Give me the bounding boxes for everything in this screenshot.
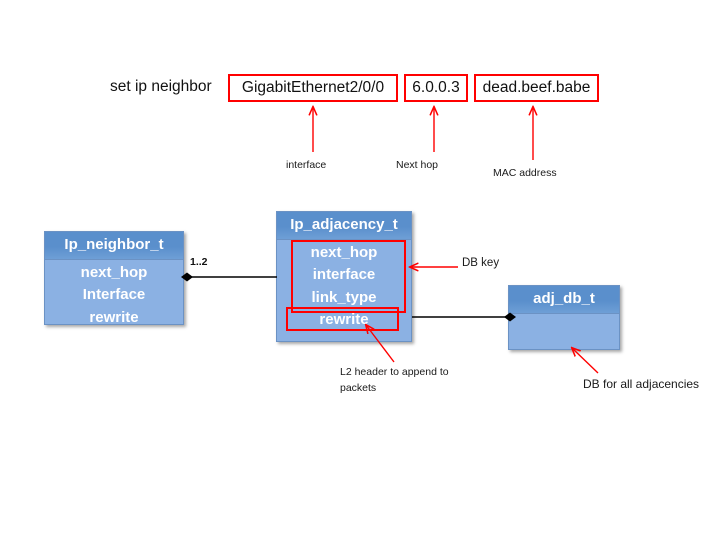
entity-ip-adjacency-fields: next_hop interface link_type rewrite bbox=[277, 240, 411, 341]
command-field-interface: GigabitEthernet2/0/0 bbox=[228, 74, 398, 102]
field-rewrite: rewrite bbox=[319, 311, 369, 329]
highlight-rewrite-field bbox=[286, 307, 399, 331]
annotation-next-hop: Next hop bbox=[396, 159, 439, 171]
entity-ip-adjacency-title: Ip_adjacency_t bbox=[277, 212, 411, 240]
relationship-cardinality-label: 1..2 bbox=[190, 256, 208, 268]
field-interface: Interface bbox=[82, 286, 146, 304]
entity-ip-adjacency: Ip_adjacency_t next_hop interface link_t… bbox=[276, 211, 412, 342]
entity-ip-neighbor-title: Ip_neighbor_t bbox=[45, 232, 183, 260]
entity-adj-db-title: adj_db_t bbox=[509, 286, 619, 314]
annotation-mac-address: MAC address bbox=[493, 167, 557, 179]
entity-ip-neighbor-fields: next_hop Interface rewrite bbox=[45, 260, 183, 330]
field-next-hop: next_hop bbox=[310, 243, 378, 261]
highlight-db-key-fields bbox=[291, 240, 406, 313]
entity-ip-neighbor: Ip_neighbor_t next_hop Interface rewrite bbox=[44, 231, 184, 326]
field-rewrite: rewrite bbox=[89, 308, 139, 326]
field-next-hop: next_hop bbox=[80, 263, 148, 281]
callout-adj-db: DB for all adjacencies bbox=[583, 377, 700, 391]
callout-l2-header: L2 header to append to packets bbox=[340, 366, 449, 395]
callout-db-key: DB key bbox=[462, 257, 500, 269]
entity-adj-db: adj_db_t bbox=[508, 285, 620, 350]
command-field-mac: dead.beef.babe bbox=[474, 74, 599, 102]
arrow-adj-db bbox=[572, 348, 599, 374]
annotation-interface: interface bbox=[286, 159, 327, 171]
entity-adj-db-fields bbox=[509, 314, 619, 349]
field-interface: interface bbox=[312, 266, 376, 284]
field-link-type: link_type bbox=[311, 288, 377, 306]
command-field-next-hop: 6.0.0.3 bbox=[404, 74, 468, 102]
command-prefix-label: set ip neighbor bbox=[110, 78, 212, 95]
